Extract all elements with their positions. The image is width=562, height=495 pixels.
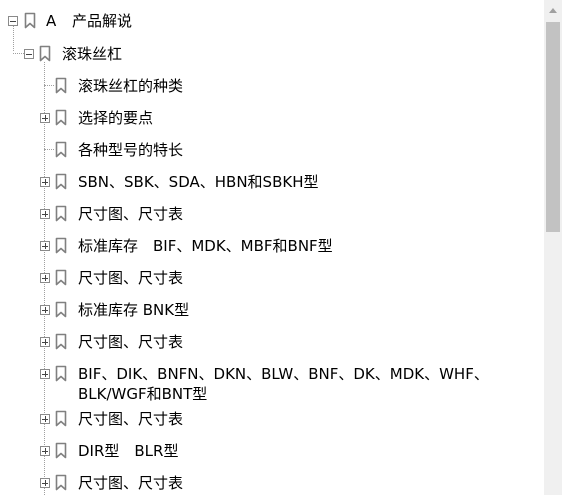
bookmark-icon bbox=[55, 474, 67, 491]
expand-toggle-icon[interactable] bbox=[40, 369, 50, 379]
tree-node-label: 标准库存 BIF、MDK、MBF和BNF型 bbox=[78, 237, 333, 255]
bookmark-icon bbox=[55, 205, 67, 222]
tree-node-item[interactable]: 滚珠丝杠的种类 bbox=[0, 75, 544, 97]
bookmark-icon bbox=[55, 442, 67, 459]
tree-node-child[interactable]: 滚珠丝杠 bbox=[0, 43, 544, 65]
tree-node-item[interactable]: 标准库存 BNK型 bbox=[0, 299, 544, 321]
expand-toggle-icon[interactable] bbox=[40, 478, 50, 488]
tree-node-label: 标准库存 BNK型 bbox=[78, 301, 190, 319]
tree-node-item[interactable]: 尺寸图、尺寸表 bbox=[0, 331, 544, 353]
tree-node-item[interactable]: 尺寸图、尺寸表 bbox=[0, 203, 544, 225]
tree-node-label: DIR型 BLR型 bbox=[78, 442, 179, 460]
scrollbar-thumb[interactable] bbox=[546, 22, 560, 232]
expand-toggle-icon[interactable] bbox=[40, 209, 50, 219]
vertical-scrollbar[interactable] bbox=[544, 0, 562, 495]
tree-node-item[interactable]: 尺寸图、尺寸表 bbox=[0, 472, 544, 494]
expand-toggle-icon[interactable] bbox=[40, 446, 50, 456]
tree-node-label: SBN、SBK、SDA、HBN和SBKH型 bbox=[78, 173, 319, 191]
bookmark-icon bbox=[39, 45, 51, 62]
bookmark-icon bbox=[55, 410, 67, 427]
expand-toggle-icon[interactable] bbox=[40, 305, 50, 315]
bookmark-icon bbox=[55, 77, 67, 94]
tree-node-prefix: A bbox=[46, 12, 57, 30]
tree-guide-line bbox=[13, 26, 14, 51]
tree-node-label: 尺寸图、尺寸表 bbox=[78, 410, 184, 428]
tree-node-label: 滚珠丝杠的种类 bbox=[78, 77, 184, 95]
tree-node-label: 尺寸图、尺寸表 bbox=[78, 333, 184, 351]
bookmark-icon bbox=[55, 237, 67, 254]
tree-guide-line bbox=[13, 53, 26, 54]
bookmark-icon bbox=[55, 333, 67, 350]
bookmark-icon bbox=[24, 12, 36, 29]
tree-node-item[interactable]: 各种型号的特长 bbox=[0, 139, 544, 161]
bookmark-icon bbox=[55, 141, 67, 158]
bookmark-icon bbox=[55, 301, 67, 318]
tree-node-label: 产品解说 bbox=[72, 12, 133, 30]
tree-node-item[interactable]: 尺寸图、尺寸表 bbox=[0, 408, 544, 430]
tree-node-label: BIF、DIK、BNFN、DKN、BLW、BNF、DK、MDK、WHF、BLK/… bbox=[78, 365, 489, 403]
tree-node-label: 尺寸图、尺寸表 bbox=[78, 269, 184, 287]
bookmark-icon bbox=[55, 269, 67, 286]
collapse-toggle-icon[interactable] bbox=[24, 49, 34, 59]
tree-node-item[interactable]: DIR型 BLR型 bbox=[0, 440, 544, 462]
tree-node-item[interactable]: SBN、SBK、SDA、HBN和SBKH型 bbox=[0, 171, 544, 193]
bookmark-tree: A 产品解说 滚珠丝杠 滚珠丝杠的种类选择的要点各种型号的特长 SBN、SBK、S… bbox=[0, 10, 544, 495]
bookmark-icon bbox=[55, 173, 67, 190]
tree-guide-line bbox=[44, 85, 54, 86]
tree-node-root[interactable]: A 产品解说 bbox=[0, 10, 544, 32]
expand-toggle-icon[interactable] bbox=[40, 241, 50, 251]
tree-node-item[interactable]: 标准库存 BIF、MDK、MBF和BNF型 bbox=[0, 235, 544, 257]
collapse-toggle-icon[interactable] bbox=[8, 16, 18, 26]
expand-toggle-icon[interactable] bbox=[40, 273, 50, 283]
tree-node-label: 各种型号的特长 bbox=[78, 141, 184, 159]
tree-node-item[interactable]: 选择的要点 bbox=[0, 107, 544, 129]
expand-toggle-icon[interactable] bbox=[40, 337, 50, 347]
tree-node-item[interactable]: 尺寸图、尺寸表 bbox=[0, 267, 544, 289]
tree-node-label: 滚珠丝杠 bbox=[62, 45, 123, 63]
tree-node-label: 尺寸图、尺寸表 bbox=[78, 205, 184, 223]
expand-toggle-icon[interactable] bbox=[40, 414, 50, 424]
tree-guide-line bbox=[44, 149, 54, 150]
expand-toggle-icon[interactable] bbox=[40, 177, 50, 187]
tree-node-label: 尺寸图、尺寸表 bbox=[78, 474, 184, 492]
bookmark-icon bbox=[55, 365, 67, 382]
tree-node-item[interactable]: BIF、DIK、BNFN、DKN、BLW、BNF、DK、MDK、WHF、BLK/… bbox=[0, 363, 544, 405]
scroll-up-arrow-icon[interactable] bbox=[549, 8, 557, 13]
expand-toggle-icon[interactable] bbox=[40, 113, 50, 123]
tree-node-label: 选择的要点 bbox=[78, 109, 154, 127]
bookmark-icon bbox=[55, 109, 67, 126]
